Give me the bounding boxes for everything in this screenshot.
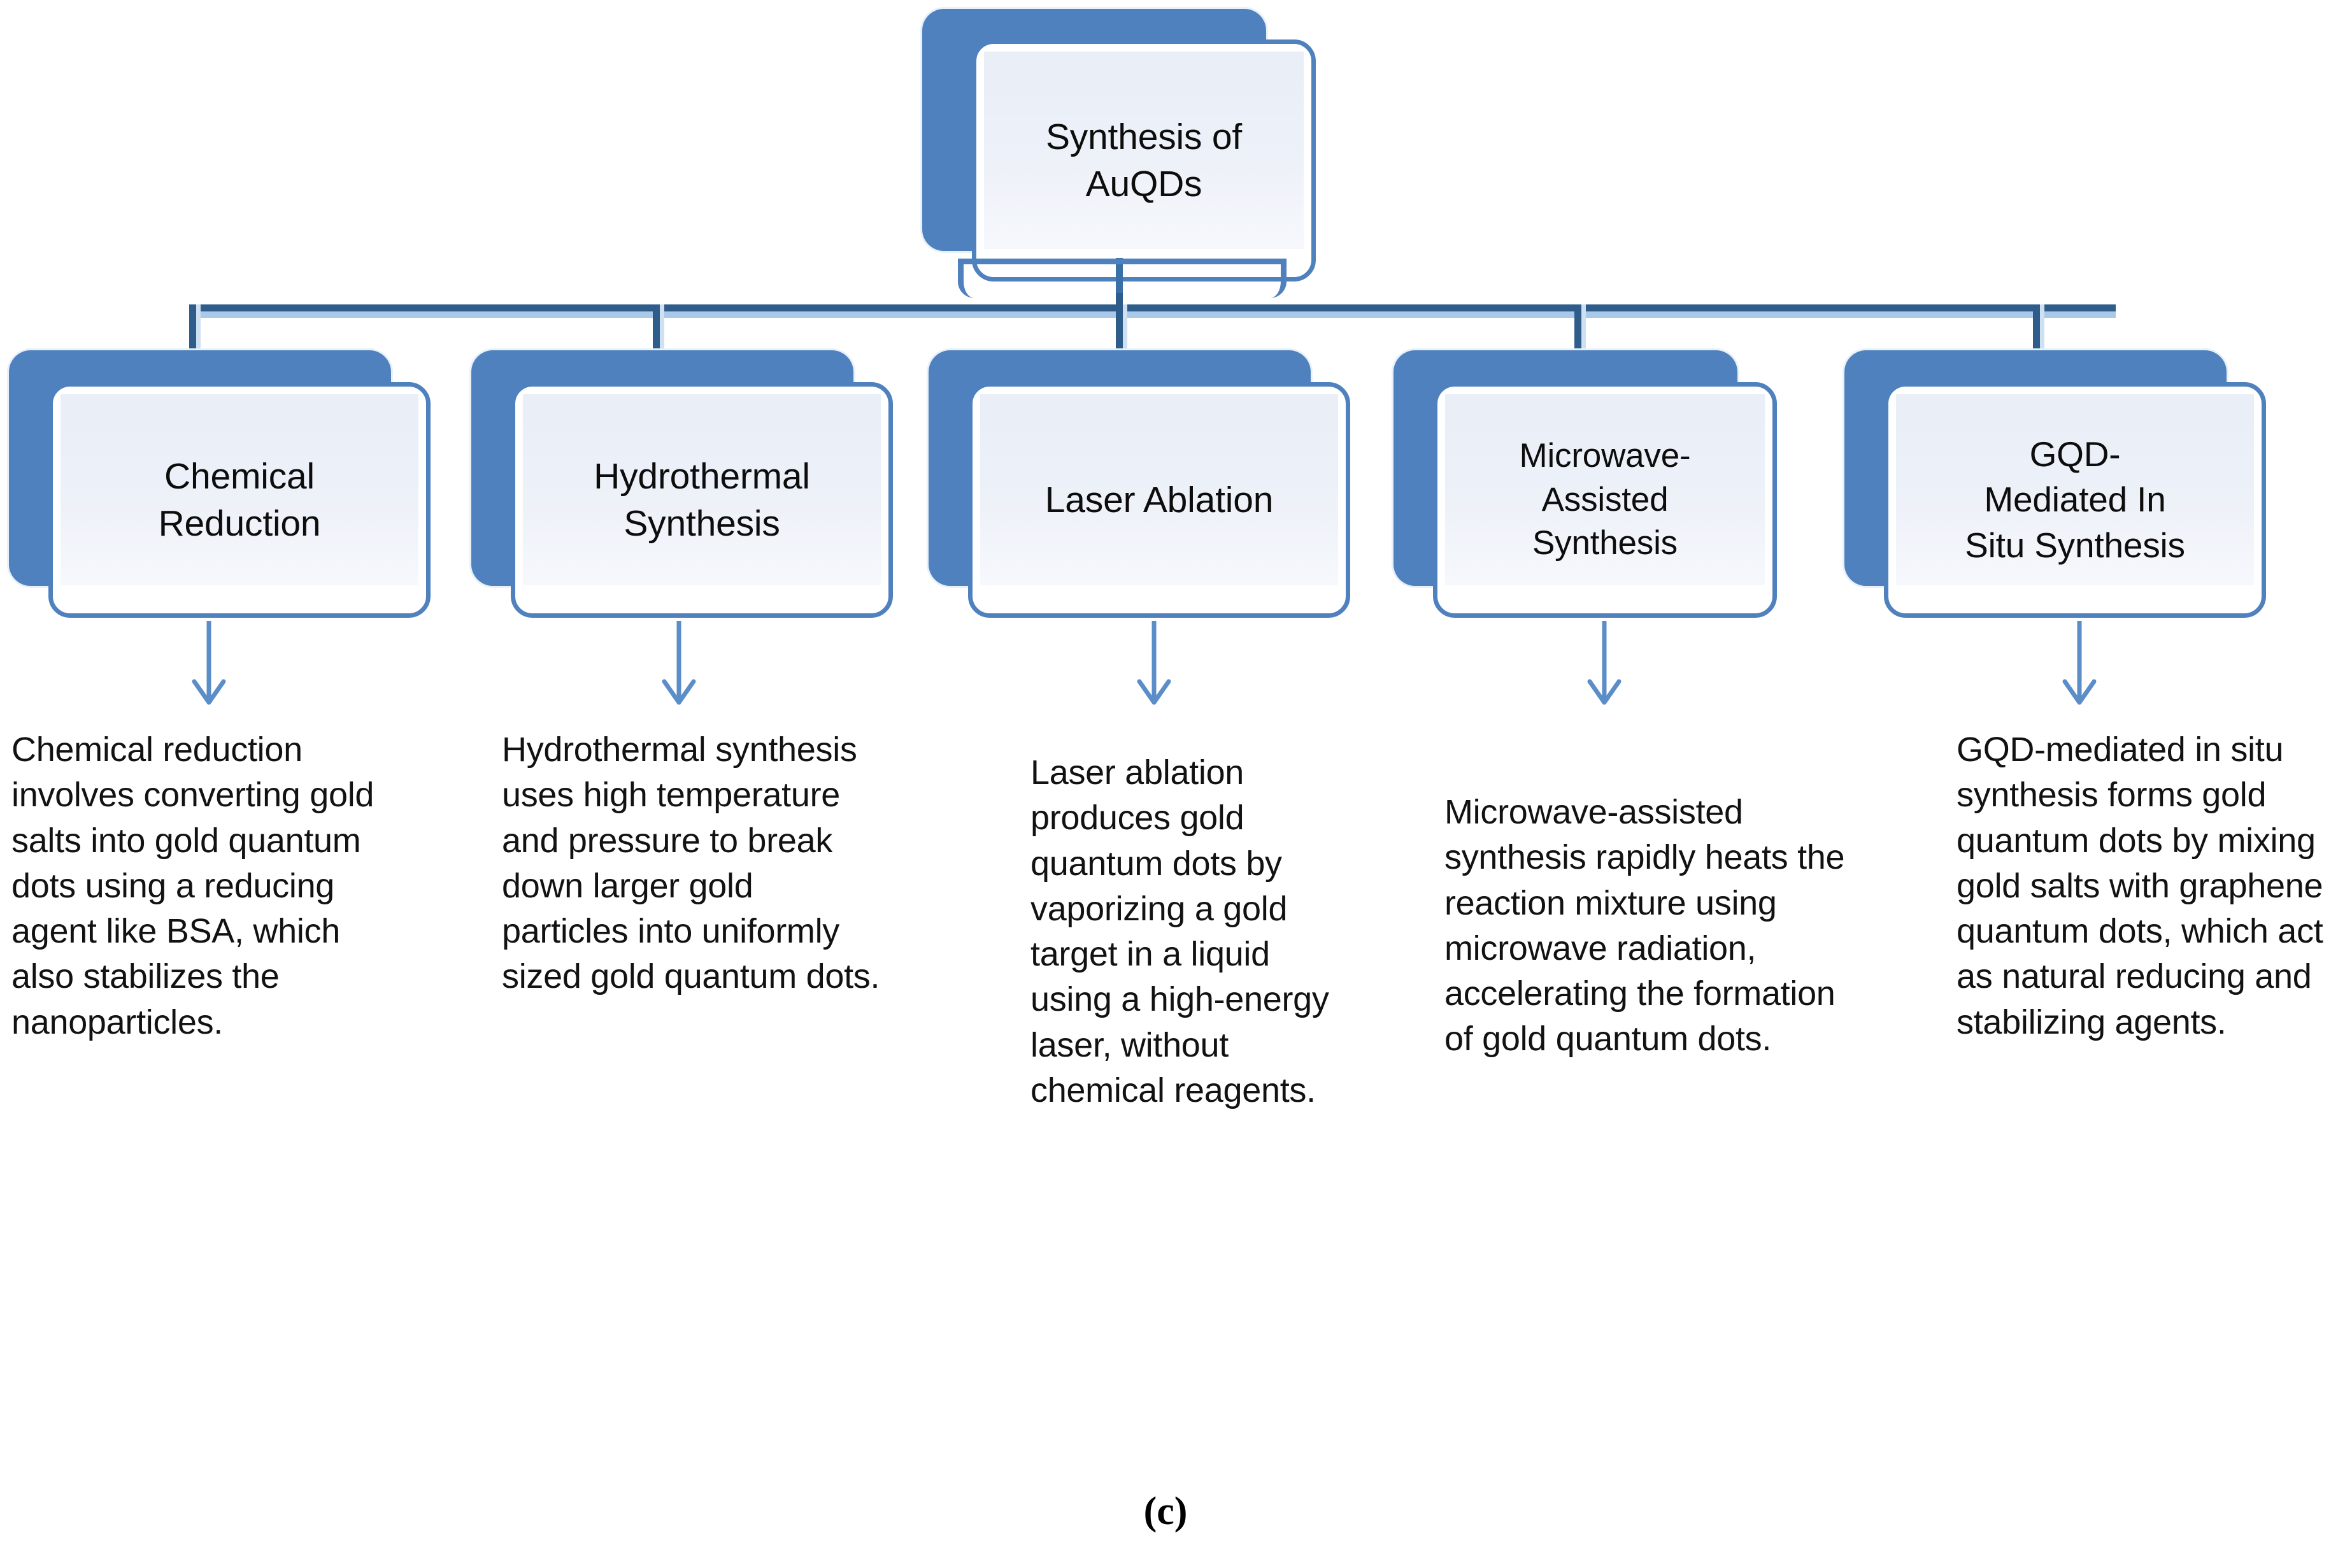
- chemical-reduction-box: Chemical Reduction: [48, 382, 431, 618]
- node-root[interactable]: Synthesis of AuQDs: [922, 9, 1316, 282]
- hydrothermal-synthesis-label: Hydrothermal Synthesis: [587, 453, 816, 547]
- description-hydrothermal-synthesis: Hydrothermal synthesis uses high tempera…: [502, 731, 880, 996]
- chemical-reduction-line-2: Reduction: [158, 503, 321, 544]
- description-chemical-reduction: Chemical reduction involves converting g…: [11, 731, 374, 1041]
- microwave-assisted-synthesis-box: Microwave- Assisted Synthesis: [1433, 382, 1777, 618]
- distribution-bar: [189, 304, 2116, 318]
- root-node-box: Synthesis of AuQDs: [972, 39, 1316, 282]
- drop-line-3: [1116, 304, 1127, 360]
- microwave-assisted-synthesis-label: Microwave- Assisted Synthesis: [1513, 434, 1697, 566]
- down-arrow-1: [189, 621, 229, 707]
- node-hydrothermal-synthesis[interactable]: Hydrothermal Synthesis: [471, 350, 893, 618]
- gqd-mediated-panel: [1896, 394, 2254, 585]
- hydrothermal-synthesis-line-2: Synthesis: [624, 503, 780, 544]
- description-microwave-assisted-synthesis: Microwave-assisted synthesis rapidly hea…: [1444, 793, 1845, 1058]
- hydrothermal-synthesis-panel: [523, 394, 881, 585]
- down-arrow-5: [2059, 621, 2100, 707]
- microwave-assisted-synthesis-line-2: Assisted: [1541, 480, 1669, 518]
- microwave-assisted-synthesis-panel: [1445, 394, 1765, 585]
- drop-line-4: [1574, 304, 1586, 360]
- gqd-mediated-line-2: Mediated In: [1984, 480, 2166, 520]
- down-arrow-2: [659, 621, 699, 707]
- root-connector-stub: [1116, 258, 1123, 301]
- laser-ablation-line-1: Laser Ablation: [1044, 479, 1274, 520]
- microwave-assisted-synthesis-line-3: Synthesis: [1532, 524, 1678, 562]
- description-gqd-mediated-in-situ-synthesis: GQD-mediated in situ synthesis forms gol…: [1957, 731, 2323, 1041]
- down-arrow-3: [1134, 621, 1174, 707]
- gqd-mediated-box: GQD- Mediated In Situ Synthesis: [1884, 382, 2266, 618]
- node-gqd-mediated-in-situ-synthesis[interactable]: GQD- Mediated In Situ Synthesis: [1844, 350, 2266, 618]
- root-label-line-1: Synthesis of: [1045, 116, 1243, 157]
- gqd-mediated-line-1: GQD-: [2029, 434, 2121, 474]
- root-center-feed: [1116, 293, 1123, 312]
- root-label-line-2: AuQDs: [1085, 164, 1202, 204]
- node-chemical-reduction[interactable]: Chemical Reduction: [9, 350, 431, 618]
- figure-caption: (c): [1143, 1490, 1188, 1533]
- chemical-reduction-panel: [61, 394, 418, 585]
- gqd-mediated-line-3: Situ Synthesis: [1965, 525, 2185, 565]
- root-node-label: Synthesis of AuQDs: [1039, 113, 1248, 208]
- laser-ablation-panel: [980, 394, 1338, 585]
- description-laser-ablation: Laser ablation produces gold quantum dot…: [1030, 753, 1329, 1109]
- down-arrow-4: [1584, 621, 1625, 707]
- node-laser-ablation[interactable]: Laser Ablation: [929, 350, 1350, 618]
- drop-line-5: [2033, 304, 2044, 360]
- root-bracket-topline: [958, 259, 1287, 264]
- node-microwave-assisted-synthesis[interactable]: Microwave- Assisted Synthesis: [1394, 350, 1777, 618]
- chemical-reduction-label: Chemical Reduction: [152, 453, 327, 547]
- hydrothermal-synthesis-box: Hydrothermal Synthesis: [511, 382, 893, 618]
- chemical-reduction-line-1: Chemical: [164, 455, 315, 497]
- drop-line-2: [653, 304, 664, 360]
- microwave-assisted-synthesis-line-1: Microwave-: [1519, 436, 1691, 474]
- drop-line-1: [189, 304, 201, 360]
- laser-ablation-box: Laser Ablation: [968, 382, 1350, 618]
- laser-ablation-label: Laser Ablation: [1039, 476, 1280, 524]
- hydrothermal-synthesis-line-1: Hydrothermal: [594, 455, 810, 497]
- gqd-mediated-label: GQD- Mediated In Situ Synthesis: [1958, 432, 2192, 569]
- root-node-panel: [984, 52, 1304, 249]
- root-bracket: [958, 259, 1287, 298]
